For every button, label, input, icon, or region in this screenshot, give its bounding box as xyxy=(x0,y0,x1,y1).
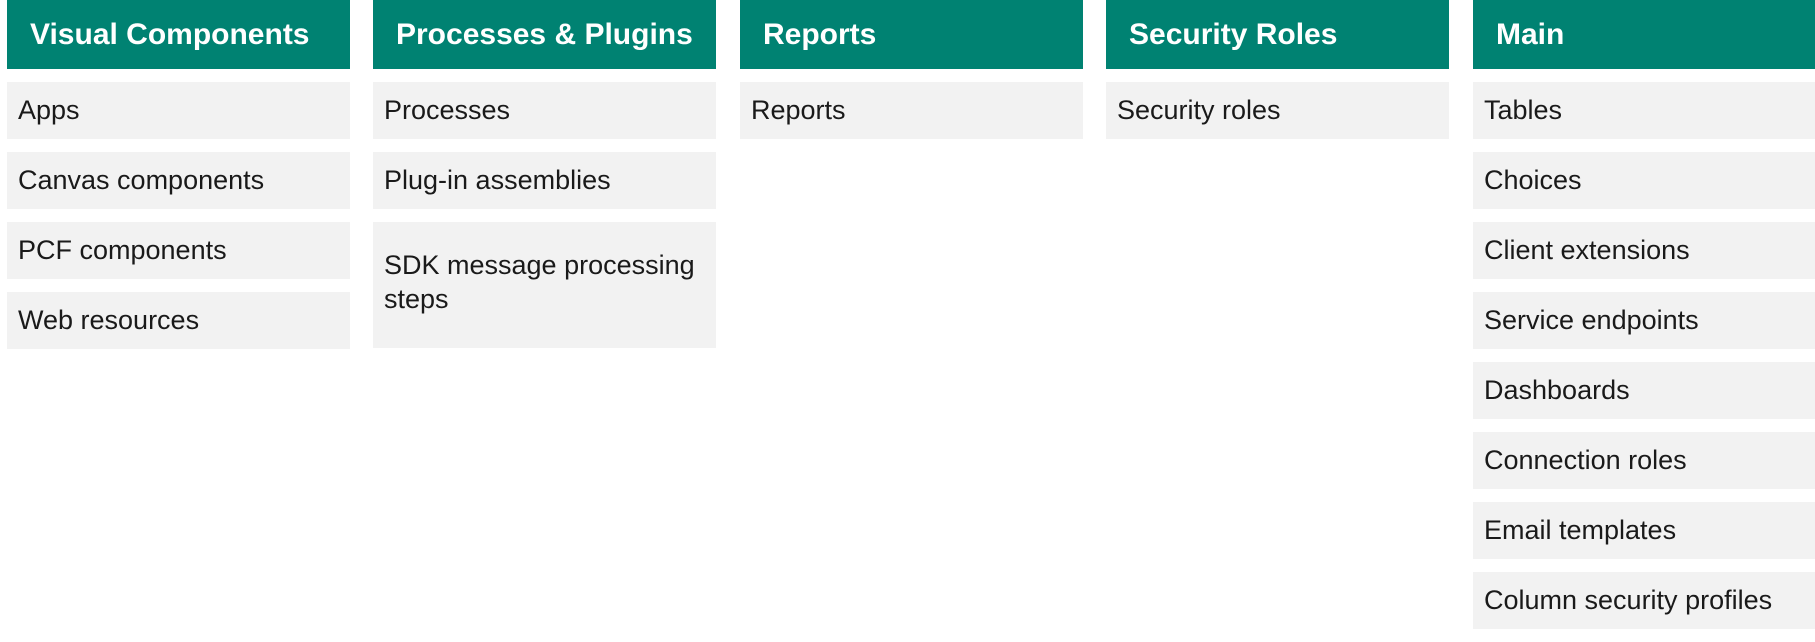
column-header: Security Roles xyxy=(1106,0,1449,69)
item-list: Tables Choices Client extensions Service… xyxy=(1473,82,1815,629)
list-item: Email templates xyxy=(1473,502,1815,559)
list-item: Choices xyxy=(1473,152,1815,209)
item-list: Apps Canvas components PCF components We… xyxy=(7,82,350,349)
column-header: Visual Components xyxy=(7,0,350,69)
column-header: Reports xyxy=(740,0,1083,69)
list-item: Dashboards xyxy=(1473,362,1815,419)
item-list: Reports xyxy=(740,82,1083,139)
column-visual-components: Visual Components Apps Canvas components… xyxy=(7,0,350,362)
list-item: Client extensions xyxy=(1473,222,1815,279)
list-item: Apps xyxy=(7,82,350,139)
list-item: Canvas components xyxy=(7,152,350,209)
column-processes-plugins: Processes & Plugins Processes Plug-in as… xyxy=(373,0,716,361)
list-item: PCF components xyxy=(7,222,350,279)
column-reports: Reports Reports xyxy=(740,0,1083,152)
list-item: Column security profiles xyxy=(1473,572,1815,629)
item-list: Security roles xyxy=(1106,82,1449,139)
list-item: Tables xyxy=(1473,82,1815,139)
column-security-roles: Security Roles Security roles xyxy=(1106,0,1449,152)
column-header: Processes & Plugins xyxy=(373,0,716,69)
list-item: Plug-in assemblies xyxy=(373,152,716,209)
list-item: Reports xyxy=(740,82,1083,139)
column-header: Main xyxy=(1473,0,1815,69)
item-list: Processes Plug-in assemblies SDK message… xyxy=(373,82,716,348)
list-item: Security roles xyxy=(1106,82,1449,139)
column-main: Main Tables Choices Client extensions Se… xyxy=(1473,0,1815,642)
list-item: SDK message processing steps xyxy=(373,222,716,348)
list-item: Connection roles xyxy=(1473,432,1815,489)
list-item: Web resources xyxy=(7,292,350,349)
list-item: Processes xyxy=(373,82,716,139)
list-item: Service endpoints xyxy=(1473,292,1815,349)
